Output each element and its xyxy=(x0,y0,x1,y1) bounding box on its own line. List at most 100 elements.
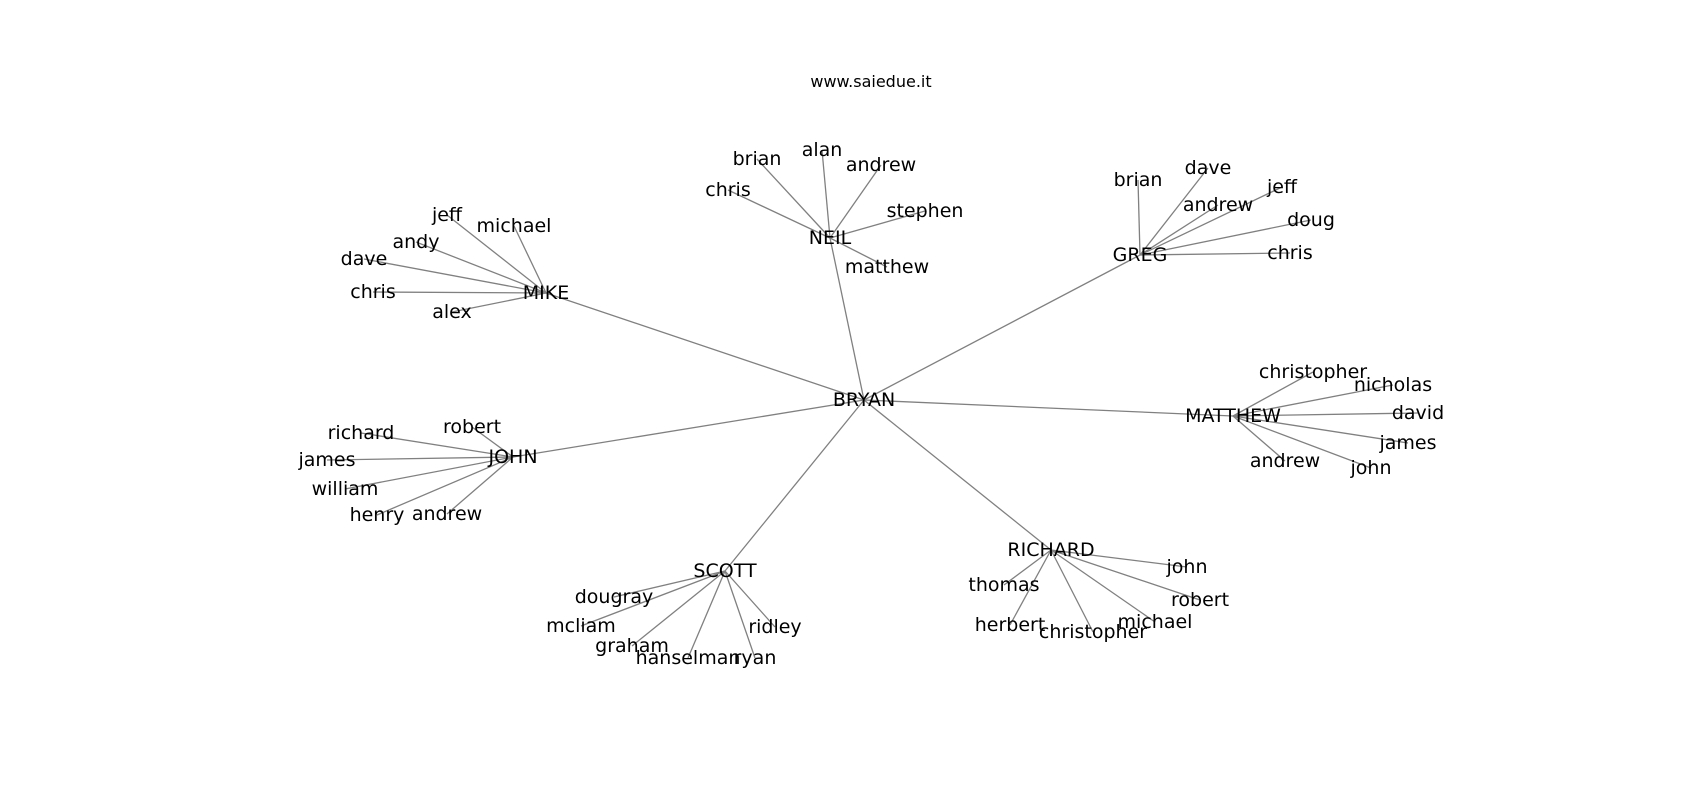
root-node-label: BRYAN xyxy=(833,389,895,411)
edge-root-john xyxy=(512,399,865,458)
hub-node-label: JOHN xyxy=(487,446,537,468)
edge-mike-jeff xyxy=(446,214,547,294)
leaf-node-label: james xyxy=(1378,432,1436,454)
hub-node-label: MATTHEW xyxy=(1185,405,1281,427)
edge-richard-christopher xyxy=(1050,549,1094,633)
leaf-node-label: christopher xyxy=(1259,361,1367,383)
edge-neil-alan xyxy=(821,149,831,239)
leaf-node-label: dougray xyxy=(575,586,654,608)
leaf-node-label: james xyxy=(297,449,355,471)
leaf-node-label: ryan xyxy=(734,647,777,669)
leaf-node-label: graham xyxy=(595,635,669,657)
leaf-node-label: hanselman xyxy=(636,647,741,669)
edge-matthew-john xyxy=(1232,415,1372,469)
edge-richard-thomas xyxy=(1003,549,1052,586)
edge-scott-hanselman xyxy=(687,570,726,659)
edge-matthew-james xyxy=(1232,415,1409,444)
edge-scott-ryan xyxy=(724,570,756,659)
leaf-node-label: john xyxy=(1350,457,1392,479)
leaf-node-label: andrew xyxy=(1183,194,1253,216)
edge-mike-chris xyxy=(372,291,547,294)
edge-john-richard xyxy=(360,432,514,458)
edge-neil-chris xyxy=(727,189,831,239)
leaf-node-label: alex xyxy=(432,301,472,323)
edge-mike-michael xyxy=(513,225,547,294)
leaf-node-label: herbert xyxy=(975,614,1046,636)
edge-neil-brian xyxy=(756,158,831,239)
leaf-node-label: brian xyxy=(1114,169,1163,191)
leaf-node-label: andy xyxy=(393,231,440,253)
edge-root-scott xyxy=(724,399,865,572)
leaf-node-label: richard xyxy=(328,422,395,444)
edge-root-matthew xyxy=(863,399,1234,417)
edge-mike-dave xyxy=(363,258,547,294)
edge-scott-ridley xyxy=(724,570,776,628)
edge-greg-dave xyxy=(1139,167,1209,256)
leaf-node-label: brian xyxy=(733,148,782,170)
edge-neil-andrew xyxy=(829,164,882,239)
leaf-node-label: michael xyxy=(477,215,552,237)
edge-greg-chris xyxy=(1139,252,1291,256)
leaf-node-label: john xyxy=(1166,556,1208,578)
leaf-node-label: david xyxy=(1392,402,1444,424)
leaf-node-label: jeff xyxy=(431,204,463,226)
edge-matthew-christopher xyxy=(1232,371,1314,417)
leaf-node-label: chris xyxy=(1267,242,1312,264)
edge-mike-alex xyxy=(451,292,547,313)
edge-greg-andrew xyxy=(1139,204,1219,256)
edge-root-mike xyxy=(545,292,865,401)
edge-john-james xyxy=(326,456,514,461)
hub-node-label: GREG xyxy=(1113,244,1168,266)
edge-john-robert xyxy=(471,426,514,458)
leaf-node-label: robert xyxy=(443,416,501,438)
edge-greg-doug xyxy=(1139,219,1312,256)
edge-richard-john xyxy=(1050,549,1188,568)
leaf-node-label: thomas xyxy=(968,574,1039,596)
leaf-node-label: doug xyxy=(1287,209,1335,231)
leaf-node-label: chris xyxy=(705,179,750,201)
leaf-node-label: robert xyxy=(1171,589,1229,611)
edge-root-neil xyxy=(829,237,865,401)
leaf-node-label: andrew xyxy=(846,154,916,176)
edge-matthew-nicholas xyxy=(1232,384,1394,417)
edge-john-andrew xyxy=(446,456,514,515)
leaf-node-label: mcliam xyxy=(546,615,616,637)
edge-john-henry xyxy=(376,456,514,516)
edge-root-richard xyxy=(863,399,1052,551)
leaf-node-label: stephen xyxy=(887,200,964,222)
edge-scott-mcliam xyxy=(580,570,726,627)
hub-node-label: RICHARD xyxy=(1007,539,1094,561)
hub-node-label: NEIL xyxy=(809,227,852,249)
leaf-node-label: nicholas xyxy=(1354,374,1432,396)
edge-neil-stephen xyxy=(829,210,926,239)
edge-richard-herbert xyxy=(1009,549,1052,626)
leaf-node-label: chris xyxy=(350,281,395,303)
edge-richard-robert xyxy=(1050,549,1201,601)
edge-john-william xyxy=(344,456,514,490)
hub-node-label: SCOTT xyxy=(693,560,757,582)
leaf-node-label: andrew xyxy=(412,503,482,525)
leaf-node-label: henry xyxy=(350,504,405,526)
leaf-node-label: jeff xyxy=(1266,176,1298,198)
edge-matthew-andrew xyxy=(1232,415,1286,462)
leaf-node-label: andrew xyxy=(1250,450,1320,472)
edge-scott-graham xyxy=(631,570,726,647)
edge-richard-michael xyxy=(1050,549,1156,623)
edge-greg-brian xyxy=(1137,179,1141,256)
leaf-node-label: dave xyxy=(341,248,388,270)
edges xyxy=(326,149,1419,659)
site-title: www.saiedue.it xyxy=(810,72,932,91)
leaf-node-label: dave xyxy=(1185,157,1232,179)
edge-mike-andy xyxy=(415,241,547,294)
leaf-node-label: christopher xyxy=(1039,621,1147,643)
leaf-node-label: ridley xyxy=(748,616,801,638)
edge-greg-jeff xyxy=(1139,186,1283,256)
hub-node-label: MIKE xyxy=(523,282,569,304)
edge-matthew-david xyxy=(1232,412,1419,417)
edge-neil-matthew xyxy=(829,237,888,268)
edge-root-greg xyxy=(863,254,1141,401)
leaf-node-label: william xyxy=(312,478,379,500)
